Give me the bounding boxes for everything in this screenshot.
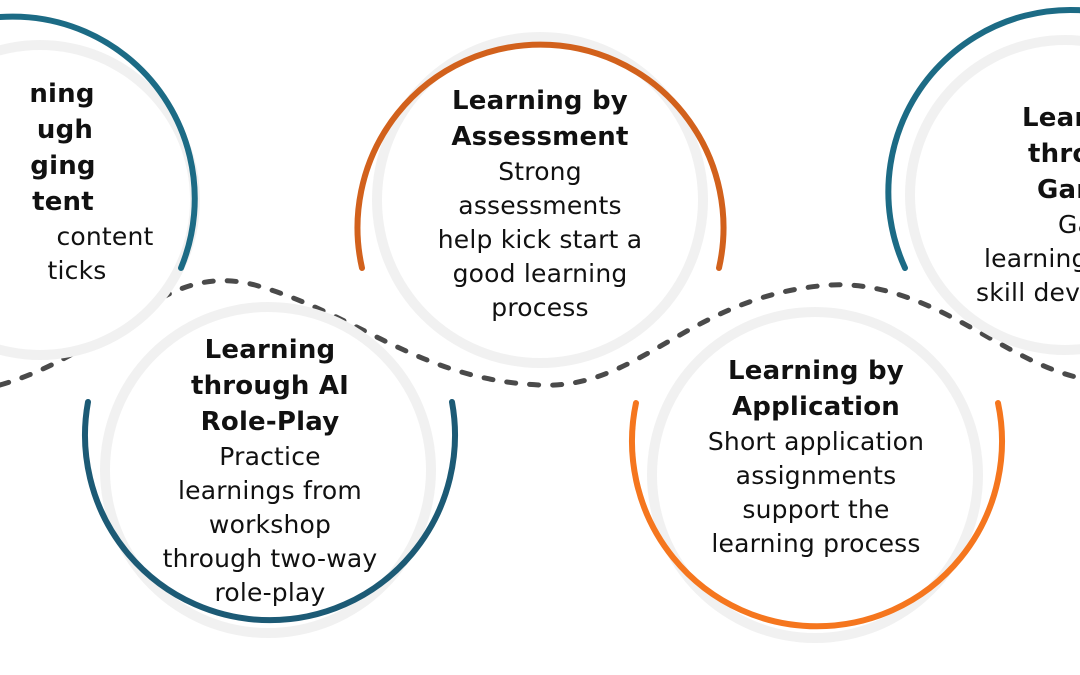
engaging-title-line: ning bbox=[29, 79, 95, 109]
engaging-desc-line: ticks bbox=[47, 256, 107, 285]
assessment-desc-line: process bbox=[491, 293, 589, 322]
node-assessment-text: Learning by Assessment Strong assessment… bbox=[410, 83, 670, 325]
node-engaging-text: ning ugh ging tent content ticks bbox=[0, 76, 190, 288]
ring-application bbox=[629, 400, 1005, 630]
ring-games bbox=[885, 7, 1080, 271]
application-desc-line: learning process bbox=[711, 529, 921, 558]
node-ai-roleplay-title: Learning through AI Role-Play bbox=[140, 332, 400, 440]
games-title-line: thro bbox=[1028, 139, 1080, 169]
node-engaging-desc: content ticks bbox=[0, 220, 190, 288]
ai-roleplay-title-line: Learning bbox=[204, 335, 336, 365]
games-title-line: Lear bbox=[1022, 103, 1080, 133]
node-games-text: Lear thro Gar Gam learning skill deve bbox=[960, 100, 1080, 310]
disc-assessment bbox=[382, 42, 698, 358]
node-assessment-desc: Strong assessments help kick start a goo… bbox=[410, 155, 670, 325]
assessment-title-line: Learning by bbox=[452, 86, 628, 116]
application-title-line: Learning by bbox=[728, 356, 904, 386]
disc-ai-roleplay bbox=[110, 312, 426, 628]
ai-roleplay-desc-line: role-play bbox=[214, 578, 326, 607]
assessment-title-line: Assessment bbox=[451, 122, 629, 152]
application-desc-line: assignments bbox=[735, 461, 897, 490]
circle-discs bbox=[0, 42, 1080, 633]
ai-roleplay-title-line: through AI bbox=[190, 371, 350, 401]
application-title-line: Application bbox=[731, 392, 901, 422]
disc-engaging bbox=[0, 50, 190, 350]
assessment-desc-line: Strong bbox=[498, 157, 582, 186]
assessment-desc-line: assessments bbox=[458, 191, 622, 220]
ai-roleplay-desc-line: workshop bbox=[208, 510, 332, 539]
application-desc-line: support the bbox=[742, 495, 890, 524]
games-desc-line: learning bbox=[984, 244, 1080, 273]
node-games-title: Lear thro Gar bbox=[960, 100, 1080, 208]
engaging-desc-line: content bbox=[56, 222, 154, 251]
assessment-desc-line: help kick start a bbox=[437, 225, 643, 254]
node-application-desc: Short application assignments support th… bbox=[686, 425, 946, 561]
node-ai-roleplay-desc: Practice learnings from workshop through… bbox=[140, 440, 400, 610]
ring-engaging bbox=[0, 13, 198, 271]
games-title-line: Gar bbox=[1037, 175, 1080, 205]
disc-games bbox=[915, 45, 1080, 345]
node-assessment-title: Learning by Assessment bbox=[410, 83, 670, 155]
ring-assessment bbox=[354, 41, 727, 271]
engaging-title-line: ging bbox=[30, 151, 96, 181]
ai-roleplay-title-line: Role-Play bbox=[200, 407, 340, 437]
node-games-desc: Gam learning skill deve bbox=[960, 208, 1080, 310]
ai-roleplay-desc-line: through two-way bbox=[162, 544, 378, 573]
dashed-connector-path bbox=[0, 278, 1080, 388]
disc-application bbox=[657, 317, 973, 633]
assessment-desc-line: good learning bbox=[452, 259, 628, 288]
node-application-title: Learning by Application bbox=[686, 353, 946, 425]
engaging-title-line: tent bbox=[32, 187, 94, 217]
engaging-title-line: ugh bbox=[36, 115, 94, 145]
ai-roleplay-desc-line: learnings from bbox=[178, 476, 362, 505]
ring-ai-roleplay bbox=[82, 399, 458, 624]
ai-roleplay-desc-line: Practice bbox=[219, 442, 321, 471]
node-ai-roleplay-text: Learning through AI Role-Play Practice l… bbox=[140, 332, 400, 610]
node-application-text: Learning by Application Short applicatio… bbox=[686, 353, 946, 561]
node-engaging-title: ning ugh ging tent bbox=[0, 76, 190, 220]
games-desc-line: skill deve bbox=[976, 278, 1080, 307]
application-desc-line: Short application bbox=[707, 427, 925, 456]
games-desc-line: Gam bbox=[1058, 210, 1080, 239]
